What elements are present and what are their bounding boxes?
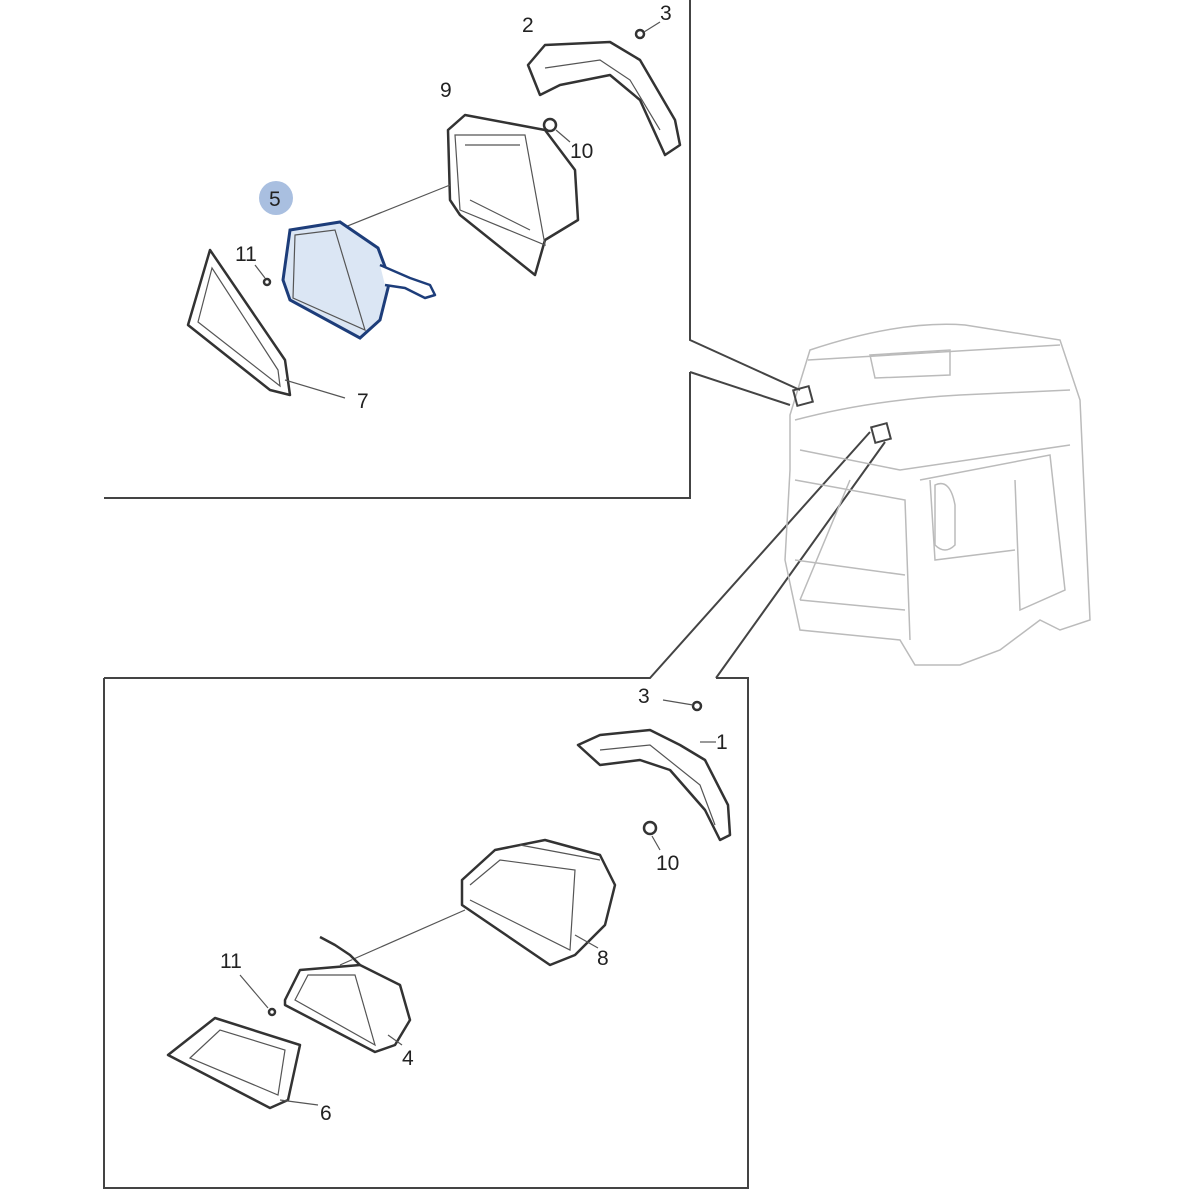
- callout-5[interactable]: 5: [269, 188, 281, 211]
- part-9-housing: [446, 113, 580, 277]
- part-11-screw-bottom: [239, 974, 277, 1017]
- truck-cab-illustration: [784, 323, 1091, 666]
- part-4-headlamp: [283, 935, 412, 1054]
- callout-10-bottom[interactable]: 10: [656, 852, 679, 875]
- part-7-bezel: [186, 248, 346, 399]
- part-6-bezel: [166, 1016, 319, 1110]
- callouts-top: 2 3 9 10 5 11 7: [235, 2, 672, 413]
- callout-1[interactable]: 1: [716, 731, 728, 754]
- top-detail-frame: [104, 0, 801, 499]
- part-1-bracket: [576, 728, 732, 842]
- part-3-screw: [634, 21, 661, 40]
- highlight-marker: [259, 181, 293, 215]
- callout-2[interactable]: 2: [522, 14, 534, 37]
- callout-7[interactable]: 7: [357, 390, 369, 413]
- callout-3[interactable]: 3: [660, 2, 672, 25]
- callout-8[interactable]: 8: [597, 947, 609, 970]
- callout-9[interactable]: 9: [440, 79, 452, 102]
- part-8-housing: [460, 838, 617, 967]
- callouts-bottom: 3 1 10 8 11 4 6: [220, 685, 728, 1125]
- part-2-bracket: [526, 40, 682, 157]
- callout-6[interactable]: 6: [320, 1102, 332, 1125]
- part-11-screw: [254, 264, 272, 287]
- callout-3-bottom[interactable]: 3: [638, 685, 650, 708]
- callout-11[interactable]: 11: [235, 243, 257, 266]
- part-3-screw-bottom: [662, 699, 703, 712]
- callout-4[interactable]: 4: [402, 1047, 414, 1070]
- part-10-clip-bottom: [642, 820, 661, 851]
- callout-10[interactable]: 10: [570, 140, 593, 163]
- part-5-headlamp-highlighted: [281, 220, 437, 340]
- callout-11-bottom[interactable]: 11: [220, 950, 242, 973]
- part-10-clip: [542, 117, 571, 143]
